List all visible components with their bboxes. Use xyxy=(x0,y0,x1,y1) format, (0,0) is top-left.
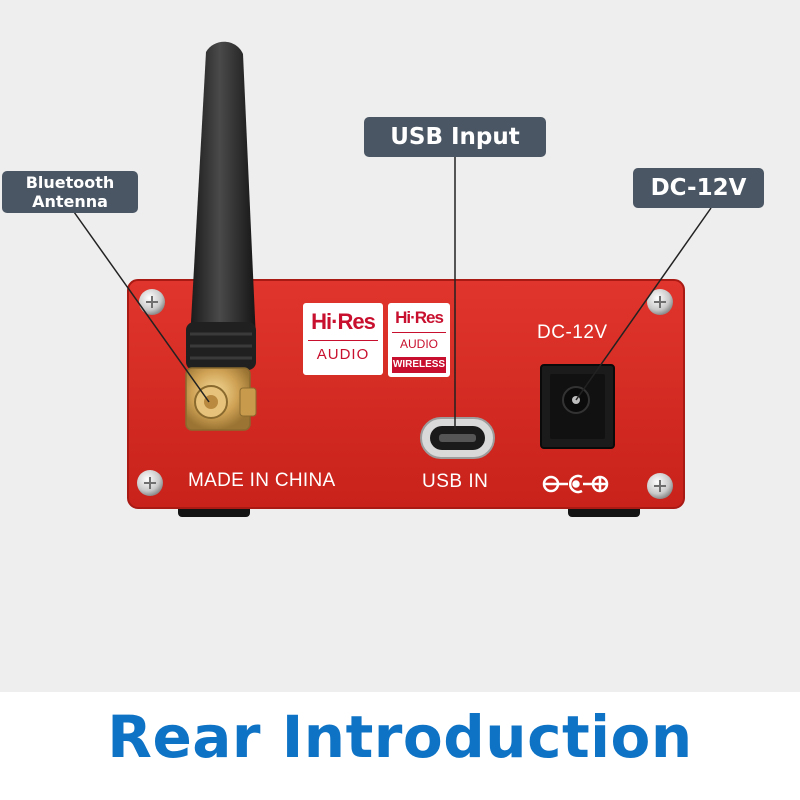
screw-icon xyxy=(647,473,673,499)
hires-wireless-logo-bottom: WIRELESS xyxy=(392,357,446,373)
hires-logo-bottom: AUDIO xyxy=(308,340,378,369)
hires-audio-wireless-logo: Hi·Res AUDIO WIRELESS xyxy=(388,303,450,377)
usb-in-label: USB IN xyxy=(422,471,489,492)
dc-jack-icon xyxy=(540,364,615,449)
made-in-china-label: MADE IN CHINA xyxy=(188,470,336,491)
usb-c-port-icon xyxy=(420,417,495,459)
antenna-icon xyxy=(185,41,257,431)
dc-12v-panel-label: DC-12V xyxy=(537,322,608,343)
screw-icon xyxy=(137,470,163,496)
hires-wireless-logo-top: Hi·Res xyxy=(395,308,444,327)
hires-wireless-logo-mid: AUDIO xyxy=(392,332,446,355)
product-photo: Bluetooth Antenna USB Input DC-12V Hi·Re… xyxy=(0,0,800,692)
screw-icon xyxy=(139,289,165,315)
bluetooth-antenna-callout: Bluetooth Antenna xyxy=(2,171,138,213)
usb-input-callout: USB Input xyxy=(364,117,546,157)
callout-leaders xyxy=(73,157,712,430)
panel-body xyxy=(128,280,684,508)
device-rear-panel xyxy=(73,41,712,517)
page-title: Rear Introduction xyxy=(107,703,693,771)
hires-audio-logo: Hi·Res AUDIO xyxy=(303,303,383,375)
screw-icon xyxy=(647,289,673,315)
hires-logo-top: Hi·Res xyxy=(311,309,376,334)
polarity-icon xyxy=(542,474,609,494)
bluetooth-callout-line1: Bluetooth xyxy=(25,173,115,192)
bluetooth-callout-line2: Antenna xyxy=(32,192,108,211)
dc-12v-callout: DC-12V xyxy=(633,168,764,208)
